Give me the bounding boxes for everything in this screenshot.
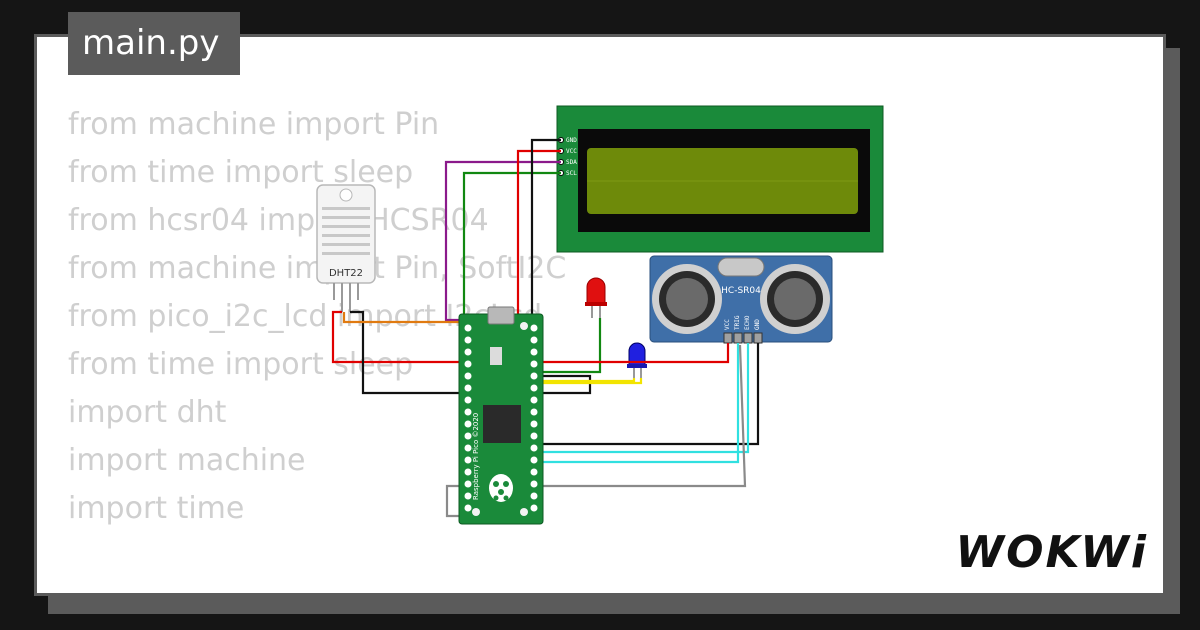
code-line: import dht	[68, 395, 227, 430]
code-preview: from machine import Pin from time import…	[68, 101, 566, 533]
code-line: import time	[68, 491, 245, 526]
raspberry-logo-icon	[489, 474, 513, 502]
wires	[331, 138, 760, 518]
code-line: import machine	[68, 443, 306, 478]
red-led[interactable]	[585, 277, 607, 318]
pico-pins-left	[464, 324, 472, 512]
raspberry-pi-pico[interactable]: Raspberry Pi Pico ©2020	[458, 306, 544, 525]
code-line: from machine import Pin	[68, 107, 440, 142]
hcsr04-pin-trig: TRIG	[734, 315, 741, 330]
lcd-pin-scl: SCL	[566, 170, 577, 177]
hcsr04-pin-gnd: GND	[754, 319, 761, 330]
blue-led[interactable]	[627, 342, 647, 378]
pico-board-text: Raspberry Pi Pico ©2020	[472, 413, 480, 500]
dht22-sensor[interactable]: DHT22	[316, 184, 376, 312]
dht22-label: DHT22	[329, 268, 363, 279]
code-line: from machine import Pin, SoftI2C	[68, 251, 567, 286]
lcd-pin-sda: SDA	[566, 159, 577, 166]
wokwi-logo: WOKWi	[956, 527, 1148, 578]
lcd-pin-vcc: VCC	[566, 148, 577, 155]
wokwi-logo-text: WOKWi	[955, 527, 1148, 578]
lcd-display[interactable]: GND VCC SDA SCL	[556, 105, 884, 253]
lcd-pin-gnd: GND	[566, 137, 577, 144]
code-line: from time import sleep	[68, 155, 414, 190]
code-line: from time import sleep	[68, 347, 414, 382]
hcsr04-pin-vcc: VCC	[724, 319, 731, 330]
file-tab-label: main.py	[82, 23, 220, 63]
hcsr04-label: HC-SR04	[721, 286, 761, 296]
code-line: from pico_i2c_lcd import I2cLcd	[68, 299, 543, 334]
hcsr04-pin-echo: ECHO	[744, 315, 751, 330]
pico-pins-right	[530, 324, 538, 512]
hcsr04-sensor[interactable]: HC-SR04 VCC TRIG ECHO GND	[649, 255, 833, 344]
file-tab-main-py[interactable]: main.py	[68, 12, 240, 75]
